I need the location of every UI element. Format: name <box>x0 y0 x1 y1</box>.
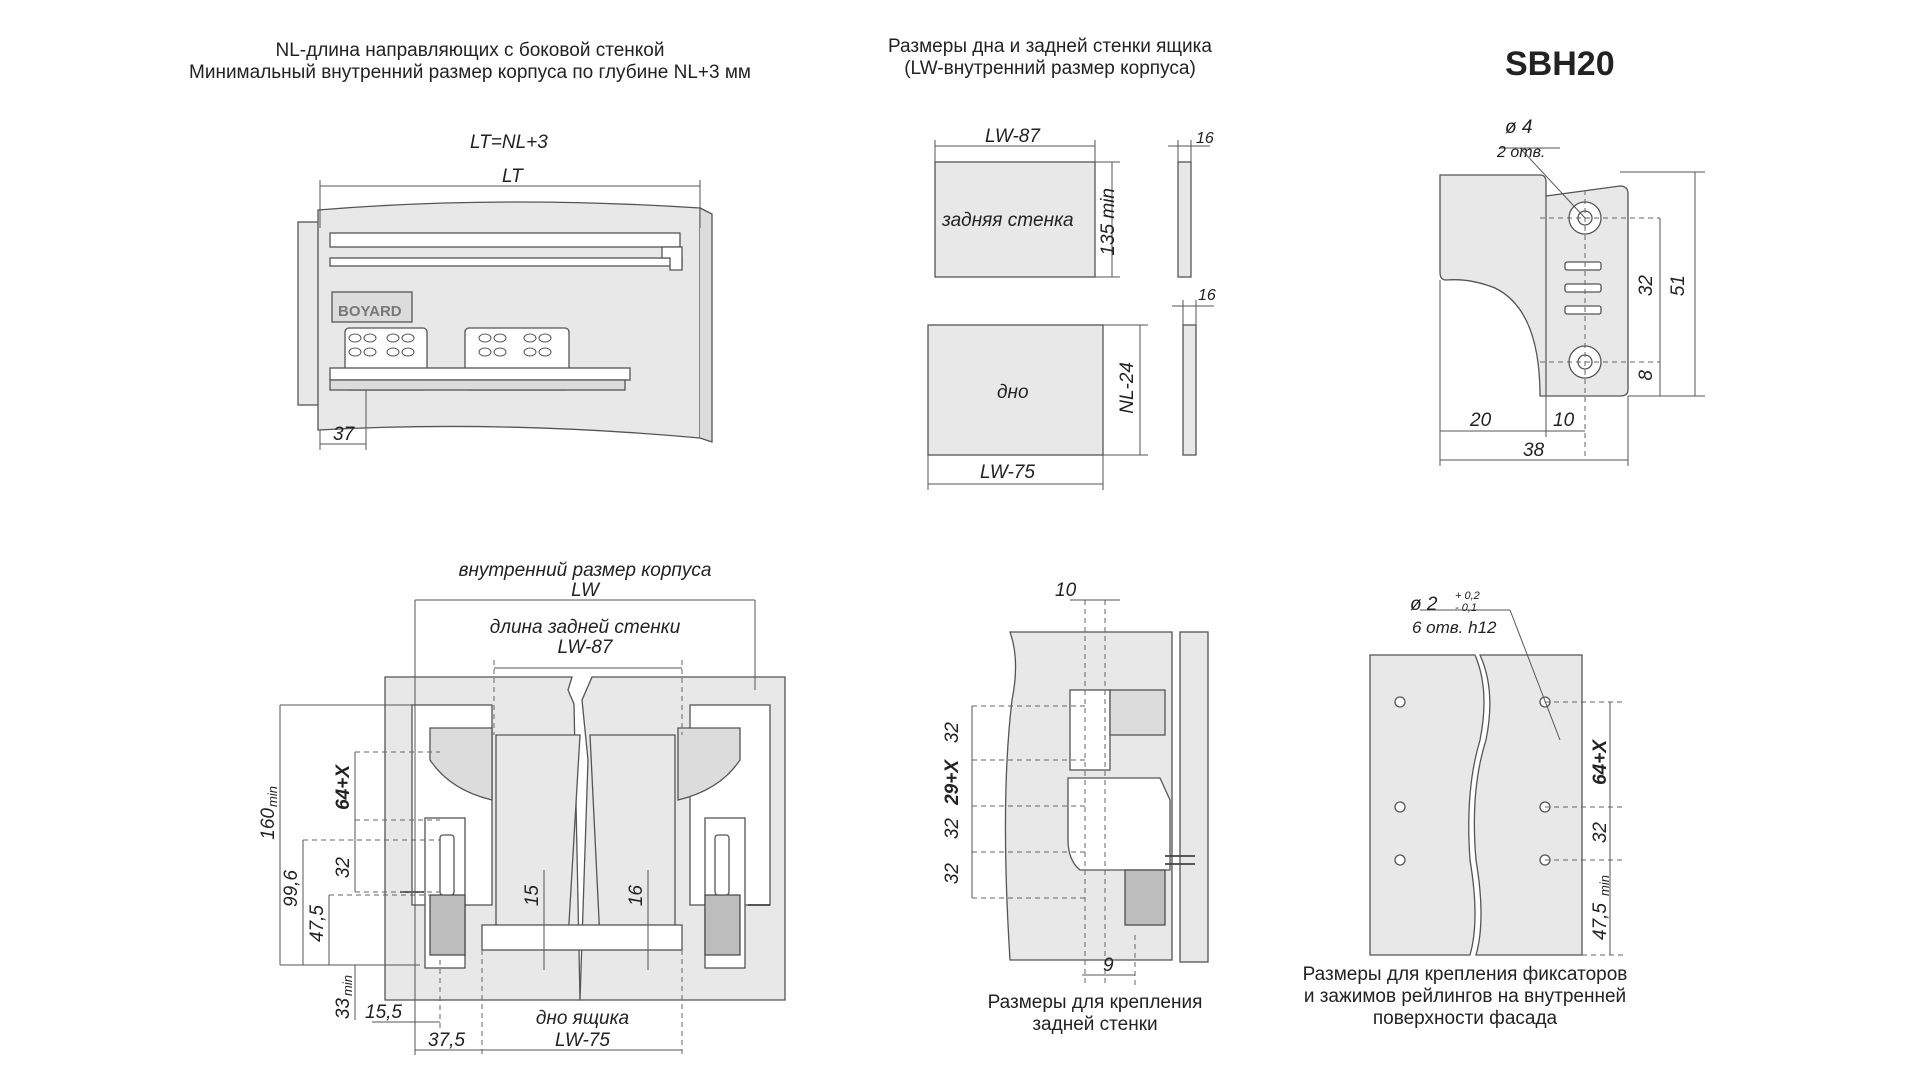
dim-33: 33 <box>333 998 354 1020</box>
dim-32: 32 <box>333 857 354 879</box>
bracket-drawing <box>1439 147 1705 466</box>
mount-caption1: Размеры для крепления <box>987 992 1203 1013</box>
back-length-label: длина задней стенки <box>489 617 681 638</box>
mount-d32c: 32 <box>942 863 963 885</box>
bottom-width: LW-75 <box>980 462 1035 483</box>
header-left-line2: Минимальный внутренний размер корпуса по… <box>189 62 751 83</box>
facade-caption3: поверхности фасада <box>1372 1008 1558 1029</box>
drawer-side-view: BOYARD <box>297 180 713 450</box>
facade-hole-dia: ø 2 <box>1410 594 1438 615</box>
model-title: SBH20 <box>1505 45 1615 83</box>
back-mount-drawing <box>971 599 1209 985</box>
bracket-hole-count: 2 отв. <box>1497 144 1546 161</box>
bracket-d10: 10 <box>1553 410 1575 431</box>
facade-tol-plus: + 0,2 <box>1455 590 1480 602</box>
dim-37: 37 <box>333 424 355 445</box>
dim-160-min: min <box>265 786 280 807</box>
facade-d32: 32 <box>1590 822 1611 844</box>
dim-33-min: min <box>340 975 355 996</box>
inner-size-lw: LW <box>571 580 599 601</box>
bracket-d38: 38 <box>1523 440 1545 461</box>
mount-d29x: 29+X <box>942 760 963 805</box>
bottom-depth: NL-24 <box>1117 362 1138 414</box>
bottom-thickness: 16 <box>1198 287 1216 304</box>
back-height: 135 min <box>1098 188 1119 256</box>
facade-drawing <box>1369 609 1625 956</box>
back-width: LW-87 <box>985 126 1040 147</box>
lt-label: LT <box>502 166 523 187</box>
dim-15: 15 <box>522 885 543 907</box>
mount-caption2: задней стенки <box>1032 1014 1158 1035</box>
facade-d47-5: 47,5 <box>1590 903 1611 940</box>
dim-99-6: 99,6 <box>281 870 302 907</box>
mount-d32a: 32 <box>942 722 963 744</box>
back-label: задняя стенка <box>942 210 1074 231</box>
mount-d10: 10 <box>1055 580 1077 601</box>
drawer-bottom-length: LW-75 <box>555 1030 610 1051</box>
dim-64x: 64+X <box>333 765 354 810</box>
panels-drawing <box>927 140 1214 490</box>
inner-size-label: внутренний размер корпуса <box>458 560 712 581</box>
header-mid-line2: (LW-внутренний размер корпуса) <box>904 58 1196 79</box>
bracket-d8: 8 <box>1636 370 1657 381</box>
back-length-value: LW-87 <box>557 637 613 658</box>
bracket-d20: 20 <box>1470 410 1492 431</box>
mount-d32b: 32 <box>942 818 963 840</box>
drawer-bottom-label: дно ящика <box>535 1008 630 1029</box>
facade-caption2: и зажимов рейлингов на внутренней <box>1303 986 1627 1007</box>
dim-16: 16 <box>626 885 647 907</box>
bottom-label: дно <box>997 382 1029 403</box>
bracket-d51: 51 <box>1668 275 1689 297</box>
back-thickness: 16 <box>1196 130 1214 147</box>
header-left-line1: NL-длина направляющих с боковой стенкой <box>275 40 665 61</box>
facade-d47-5-min: min <box>1597 875 1612 896</box>
dim-15-5: 15,5 <box>365 1002 402 1023</box>
dim-47-5: 47,5 <box>307 905 328 942</box>
dim-160: 160 <box>258 808 279 840</box>
lt-formula: LT=NL+3 <box>470 132 548 153</box>
facade-tol-minus: - 0,1 <box>1455 602 1478 614</box>
front-section-drawing <box>279 599 786 1058</box>
dim-37-5: 37,5 <box>428 1030 465 1051</box>
mount-d9: 9 <box>1103 955 1114 976</box>
boyard-logo: BOYARD <box>338 303 402 320</box>
facade-d64x: 64+X <box>1590 740 1611 785</box>
facade-caption1: Размеры для крепления фиксаторов <box>1302 964 1628 985</box>
bracket-hole-dia: ø 4 <box>1505 117 1533 138</box>
header-mid-line1: Размеры дна и задней стенки ящика <box>888 36 1212 57</box>
facade-hole-spec: 6 отв. h12 <box>1412 618 1497 637</box>
bracket-d32: 32 <box>1636 275 1657 297</box>
